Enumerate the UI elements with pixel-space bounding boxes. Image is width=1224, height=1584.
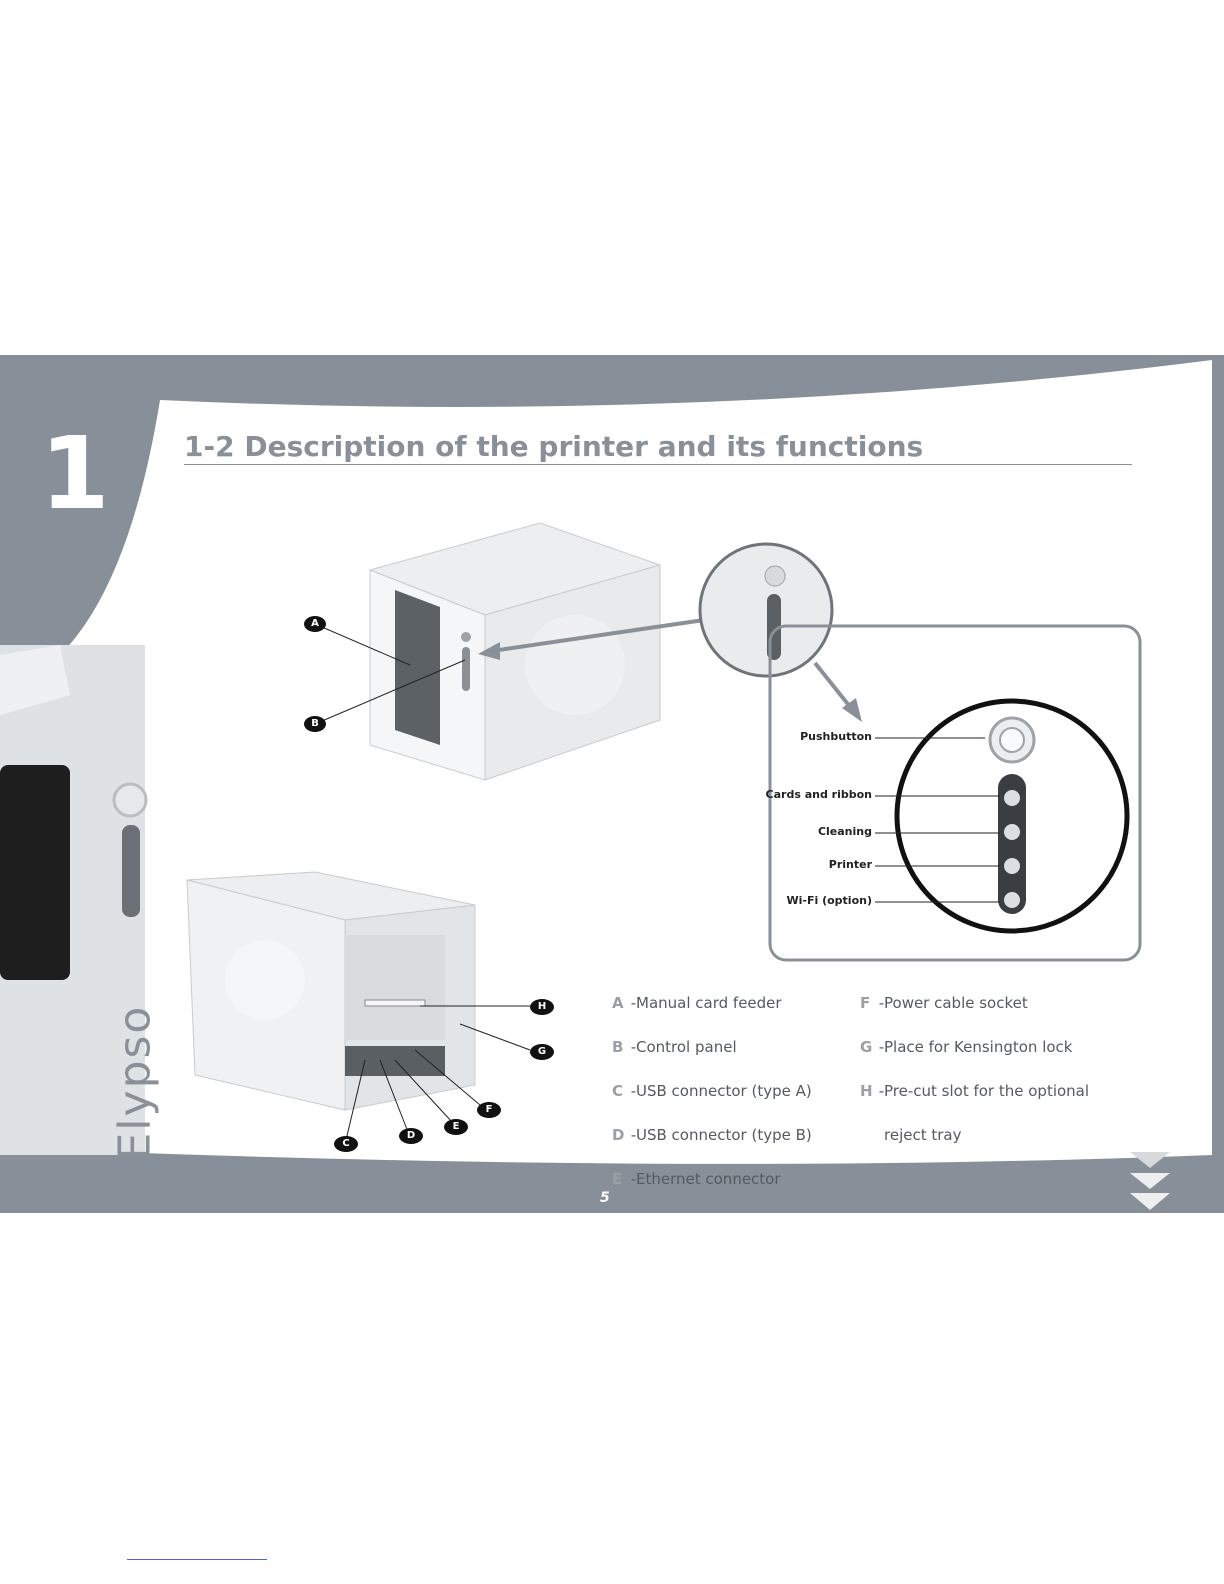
marker-f: F xyxy=(477,1102,501,1118)
callout-wifi: Wi-Fi (option) xyxy=(786,894,873,907)
marker-e: E xyxy=(444,1119,468,1135)
callout-cleaning: Cleaning xyxy=(817,825,872,838)
title-rule xyxy=(184,464,1132,465)
labels-left: A - Manual card feeder B - Control panel… xyxy=(612,992,812,1212)
marker-c: C xyxy=(334,1136,358,1152)
control-panel-zoom xyxy=(478,542,1142,962)
printer-front-illustration xyxy=(368,522,662,781)
label-e: E - Ethernet connector xyxy=(612,1170,781,1210)
label-a: A - Manual card feeder xyxy=(612,994,782,1034)
marker-a: A xyxy=(304,616,326,632)
front-callout-lines xyxy=(314,623,466,725)
label-h-continuation: reject tray xyxy=(884,1126,962,1144)
marker-b: B xyxy=(304,716,326,732)
label-g: G - Place for Kensington lock xyxy=(860,1038,1073,1078)
label-c: C - USB connector (type A) xyxy=(612,1082,812,1122)
label-f: F - Power cable socket xyxy=(860,994,1028,1034)
page-number: 5 xyxy=(600,1190,610,1206)
label-h: H - Pre-cut slot for the optional xyxy=(860,1082,1090,1122)
callout-printer: Printer xyxy=(828,858,872,871)
side-brand: Elypso xyxy=(109,1004,161,1161)
section-title: 1-2 Description of the printer and its f… xyxy=(184,430,924,463)
labels-right: F - Power cable socket G - Place for Ken… xyxy=(860,992,1089,1146)
marker-h: H xyxy=(530,999,554,1015)
label-b: B - Control panel xyxy=(612,1038,737,1078)
callout-pushbutton: Pushbutton xyxy=(800,730,872,743)
chapter-number: 1 xyxy=(40,415,110,532)
label-d: D - USB connector (type B) xyxy=(612,1126,812,1166)
footnote-rule xyxy=(127,1559,267,1560)
marker-g: G xyxy=(530,1044,554,1060)
printer-back-illustration xyxy=(186,871,476,1111)
callout-cards-ribbon: Cards and ribbon xyxy=(765,788,872,801)
back-callout-lines xyxy=(345,1005,531,1141)
marker-d: D xyxy=(399,1128,423,1144)
